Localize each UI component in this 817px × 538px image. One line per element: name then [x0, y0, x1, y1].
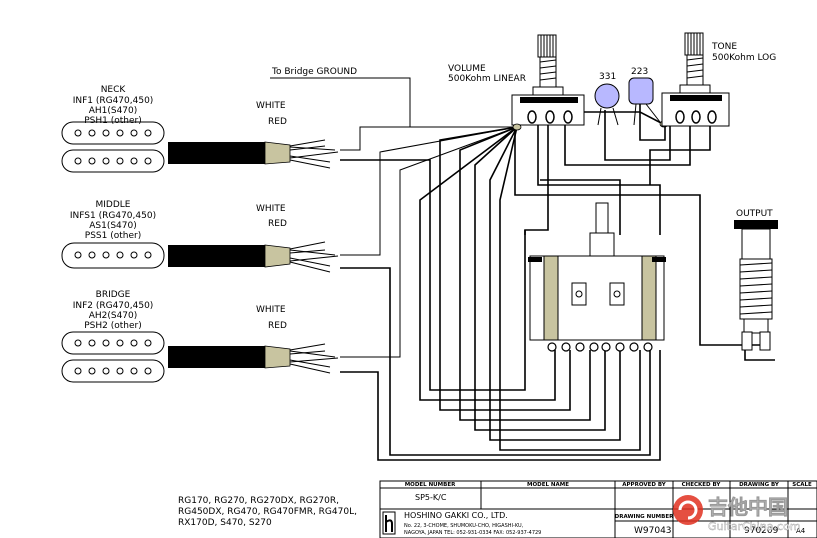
neck-white-label: WHITE — [256, 101, 286, 111]
tb-date: 970209 — [744, 526, 779, 536]
pickup-title: NECK — [101, 85, 127, 95]
title-block: MODEL NUMBER MODEL NAME APPROVED BY CHEC… — [379, 480, 817, 538]
cap2-label: 223 — [631, 67, 648, 77]
tb-header-model-number: MODEL NUMBER — [405, 482, 456, 488]
model-line: RX170D, S470, S270 — [178, 518, 272, 528]
tone-title: TONE — [711, 42, 737, 52]
bridge-pickup-labels: BRIDGE INF2 (RG470,450) AH2(S470) PSH2 (… — [73, 290, 154, 331]
tb-scale: A4 — [796, 527, 806, 535]
tb-model-number: SP5-K/C — [415, 493, 447, 502]
guitarchina-watermark: 吉他中国 GuitarChina.com — [668, 487, 817, 538]
pickup-title: MIDDLE — [96, 200, 131, 210]
cap1-label: 331 — [599, 72, 616, 82]
tb-header-checked: CHECKED BY — [682, 482, 722, 488]
hoshino-logo — [382, 511, 396, 535]
tb-header-drawing-number: DRAWING NUMBER — [615, 514, 674, 520]
volume-pot — [511, 34, 585, 131]
tb-address1: No. 22, 3-CHOME, SHUMOKU-CHO, HIGASHI-KU… — [404, 523, 524, 529]
bridge-red-label: RED — [268, 321, 287, 331]
watermark-cn-text: 吉他中国 — [708, 495, 788, 519]
model-list: RG170, RG270, RG270DX, RG270R, RG450DX, … — [178, 496, 378, 529]
pickup-line: INFS1 (RG470,450) — [70, 211, 156, 221]
middle-pickup — [61, 242, 165, 269]
output-label: OUTPUT — [736, 209, 773, 219]
volume-title: VOLUME — [448, 64, 486, 74]
pickup-line: INF2 (RG470,450) — [73, 301, 154, 311]
bridge-white-label: WHITE — [256, 305, 286, 315]
neck-red-label: RED — [268, 117, 287, 127]
tone-pot — [661, 32, 730, 127]
five-way-switch — [528, 202, 666, 352]
pickup-line: AH1(S470) — [89, 106, 138, 116]
tb-address2: NAGOYA, JAPAN TEL: 052-931-0334 FAX: 052… — [404, 530, 541, 536]
watermark-logo-icon — [673, 495, 703, 525]
tb-header-scale: SCALE — [792, 482, 812, 488]
middle-white-label: WHITE — [256, 204, 286, 214]
tb-header-approved: APPROVED BY — [622, 482, 666, 488]
output-jack — [734, 220, 778, 351]
middle-pickup-labels: MIDDLE INFS1 (RG470,450) AS1(S470) PSS1 … — [70, 200, 156, 241]
capacitor-331 — [594, 83, 620, 126]
pickup-line: PSH2 (other) — [84, 321, 142, 331]
model-line: RG450DX, RG470, RG470FMR, RG470L, — [178, 507, 357, 517]
watermark-url: GuitarChina.com — [708, 520, 801, 533]
tb-header-model-name: MODEL NAME — [527, 482, 569, 488]
volume-spec: 500Kohm LINEAR — [448, 74, 526, 84]
pickup-line: PSH1 (other) — [84, 116, 142, 126]
pickup-title: BRIDGE — [96, 290, 131, 300]
middle-red-label: RED — [268, 219, 287, 229]
pickup-line: AS1(S470) — [89, 221, 137, 231]
neck-pickup — [61, 121, 165, 173]
bridge-cable — [168, 343, 339, 374]
pickup-line: AH2(S470) — [89, 311, 138, 321]
wiring — [270, 77, 775, 461]
tone-spec: 500Kohm LOG — [712, 53, 776, 63]
pickup-line: PSS1 (other) — [85, 231, 141, 241]
watermark-graphic: 吉他中国 GuitarChina.com — [673, 495, 801, 533]
tb-company: HOSHINO GAKKI CO., LTD. — [404, 511, 508, 520]
pickup-line: INF1 (RG470,450) — [73, 96, 154, 106]
neck-pickup-labels: NECK INF1 (RG470,450) AH1(S470) PSH1 (ot… — [73, 85, 154, 126]
bridge-pickup — [61, 331, 165, 383]
tb-drawing-number: W97043 — [634, 526, 672, 536]
model-line: RG170, RG270, RG270DX, RG270R, — [178, 496, 339, 506]
ground-label: To Bridge GROUND — [271, 67, 357, 77]
tb-header-drawing: DRAWING BY — [739, 482, 780, 488]
neck-cable — [168, 139, 339, 169]
middle-cable — [168, 241, 339, 273]
